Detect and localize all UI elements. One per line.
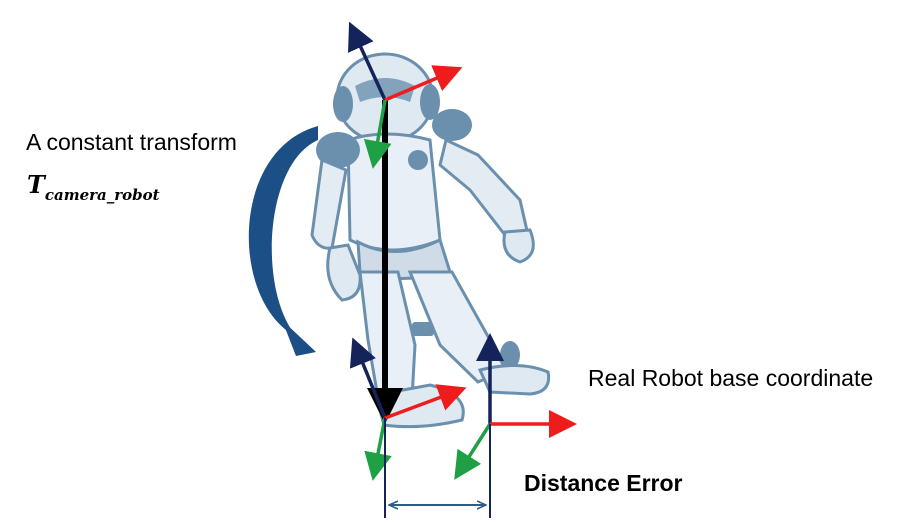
transform-symbol-letter: T — [27, 170, 45, 199]
robot-foot-right — [477, 363, 551, 396]
distance-error-label: Distance Error — [524, 470, 683, 496]
robot-chest-light — [408, 150, 428, 170]
real-y-axis — [454, 423, 492, 480]
transform-symbol-subscript: camera_robot — [44, 186, 160, 204]
distance-error-dimension — [384, 418, 491, 518]
robot-ear-left — [333, 86, 353, 122]
camera-x-axis — [384, 65, 463, 102]
robot-knee-right — [500, 341, 520, 369]
constant-transform-label: A constant transform — [26, 129, 237, 155]
curved-transform-arrow — [248, 126, 318, 356]
estimated-x-axis — [384, 384, 467, 420]
robot-shoulder-left — [316, 132, 360, 168]
robot-shoulder-right — [432, 109, 472, 141]
real-base-frame — [454, 333, 577, 480]
camera-frame — [348, 21, 463, 169]
robot-knee-left — [412, 322, 434, 336]
robot-arm-left — [310, 157, 348, 250]
robot-torso — [346, 132, 442, 252]
estimated-base-frame — [349, 337, 467, 481]
robot-ear-right — [420, 84, 440, 120]
robot-hand-right — [502, 228, 535, 264]
estimated-z-axis — [349, 337, 387, 419]
robot-eyes — [355, 78, 415, 102]
robot-arm-right — [438, 137, 530, 242]
transform-symbol: Tcamera_robot — [27, 170, 160, 204]
real-base-label: Real Robot base coordinate — [588, 365, 874, 391]
robot-illustration — [310, 52, 551, 429]
estimated-y-axis — [364, 417, 392, 481]
camera-y-axis — [363, 99, 392, 169]
camera-z-axis — [348, 21, 387, 101]
robot-hand-left — [326, 243, 362, 302]
